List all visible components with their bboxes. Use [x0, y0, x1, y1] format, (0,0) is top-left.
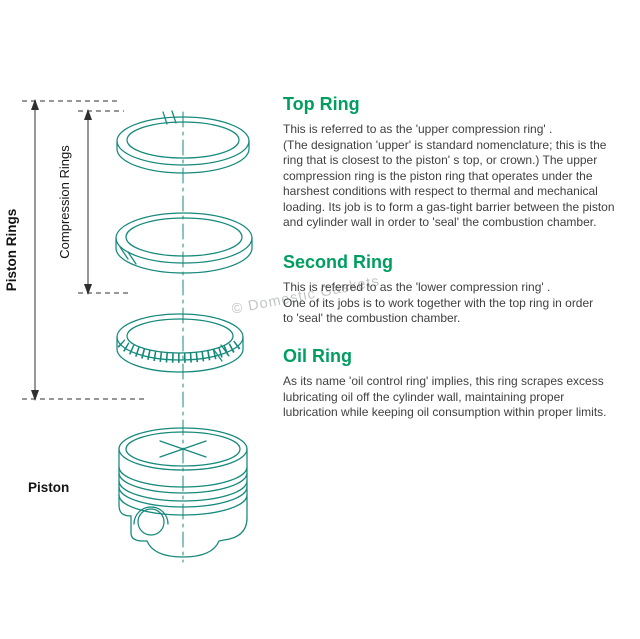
arrowhead-icon	[84, 109, 92, 120]
second-ring-heading: Second Ring	[283, 252, 394, 272]
crown-cross-mark	[159, 440, 207, 458]
section-second-ring: Second Ring This is referred to as the '…	[283, 252, 640, 327]
ring-groove	[118, 494, 248, 516]
piston-rings-dimension: Piston Rings	[4, 99, 148, 401]
top-ring-body: This is referred to as the 'upper compre…	[283, 122, 615, 229]
arrowhead-icon	[31, 390, 39, 401]
second-ring-drawing	[115, 212, 253, 274]
ring-groove	[118, 480, 248, 502]
wrist-pin-hole	[137, 508, 165, 536]
oil-ring-drawing	[116, 313, 244, 373]
ring-gap	[213, 349, 223, 362]
piston-label: Piston	[28, 480, 69, 495]
pin-boss-arch	[133, 506, 169, 525]
section-top-ring: Top Ring This is referred to as the 'upp…	[283, 94, 640, 231]
arrowhead-icon	[84, 284, 92, 295]
second-ring-body: This is referred to as the 'lower compre…	[283, 280, 594, 325]
piston-rings-label: Piston Rings	[4, 209, 19, 292]
top-ring-heading: Top Ring	[283, 94, 360, 114]
ring-gap	[171, 110, 177, 124]
ring-groove	[118, 472, 248, 494]
ring-gap	[119, 246, 129, 260]
arrowhead-icon	[31, 99, 39, 110]
piston-skirt	[118, 504, 248, 558]
compression-rings-dimension: Compression Rings	[57, 109, 132, 295]
piston-drawing	[118, 427, 248, 558]
oil-ring-slots	[117, 339, 243, 363]
ring-gap	[220, 344, 230, 357]
ring-gap	[127, 251, 137, 265]
section-oil-ring: Oil Ring As its name 'oil control ring' …	[283, 346, 640, 421]
top-ring-drawing	[116, 110, 250, 174]
ring-groove	[118, 486, 248, 508]
compression-rings-label: Compression Rings	[57, 145, 72, 259]
oil-ring-body: As its name 'oil control ring' implies, …	[283, 374, 607, 419]
oil-ring-heading: Oil Ring	[283, 346, 352, 366]
ring-groove	[118, 466, 248, 488]
ring-gap	[162, 111, 168, 125]
